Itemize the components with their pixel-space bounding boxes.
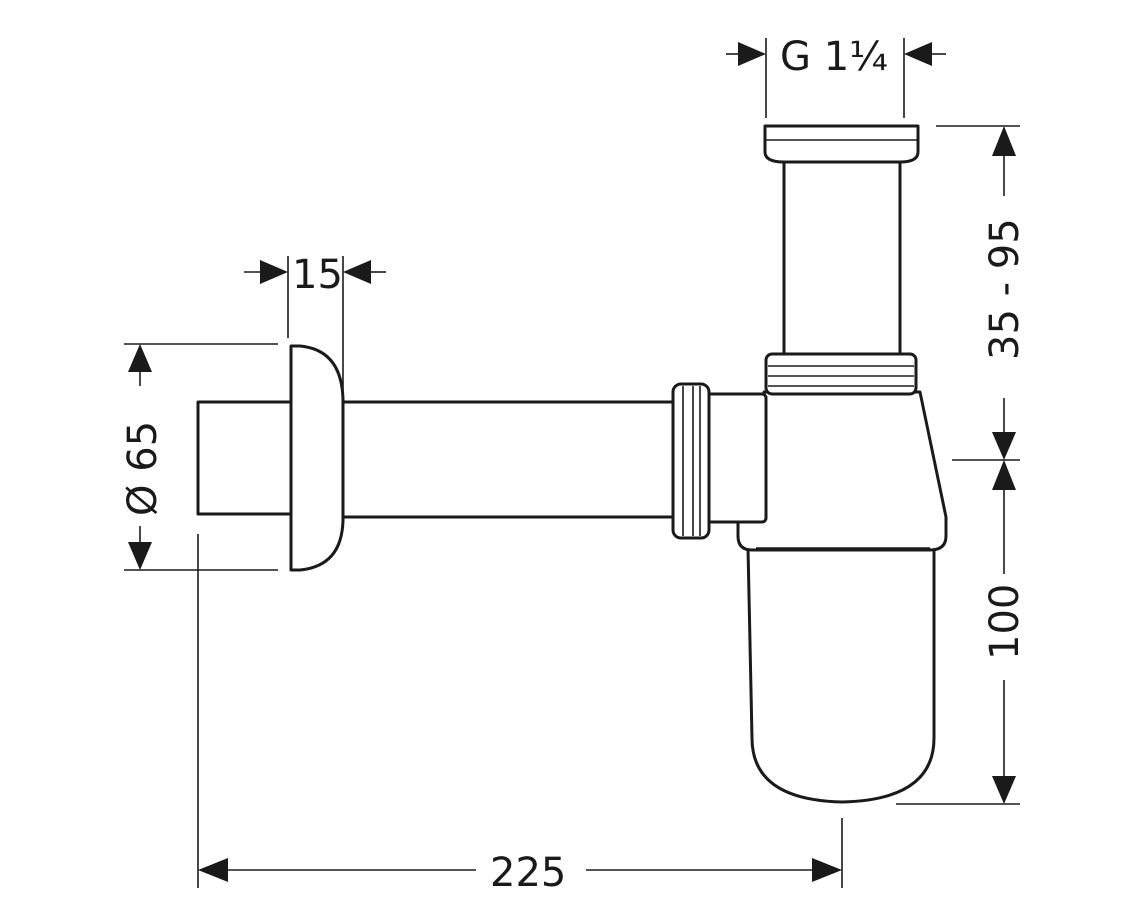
dimension-rosette-diameter: Ø 65: [120, 343, 278, 571]
dimension-projection-label: 225: [490, 850, 566, 896]
trap-body: [736, 390, 948, 804]
dimension-height-adjust-label: 35 - 95: [982, 218, 1028, 360]
dimension-wall-flange-label: 15: [292, 252, 343, 298]
dimension-trap-height-label: 100: [982, 584, 1028, 660]
pipe-nut: [671, 382, 768, 540]
dimension-projection: 225: [197, 534, 843, 896]
dimension-thread: G 1¼: [726, 34, 946, 118]
dimension-rosette-diameter-label: Ø 65: [120, 421, 166, 516]
dimension-wall-flange: 15: [244, 252, 386, 390]
tail-pipe: [763, 124, 920, 396]
dimension-thread-label: G 1¼: [780, 34, 888, 80]
wall-stub: [196, 400, 295, 516]
dimension-height-adjust: 35 - 95: [936, 125, 1028, 461]
horizontal-pipe: [318, 400, 682, 519]
wall-rosette: [289, 344, 345, 572]
dimension-trap-height: 100: [896, 460, 1028, 805]
